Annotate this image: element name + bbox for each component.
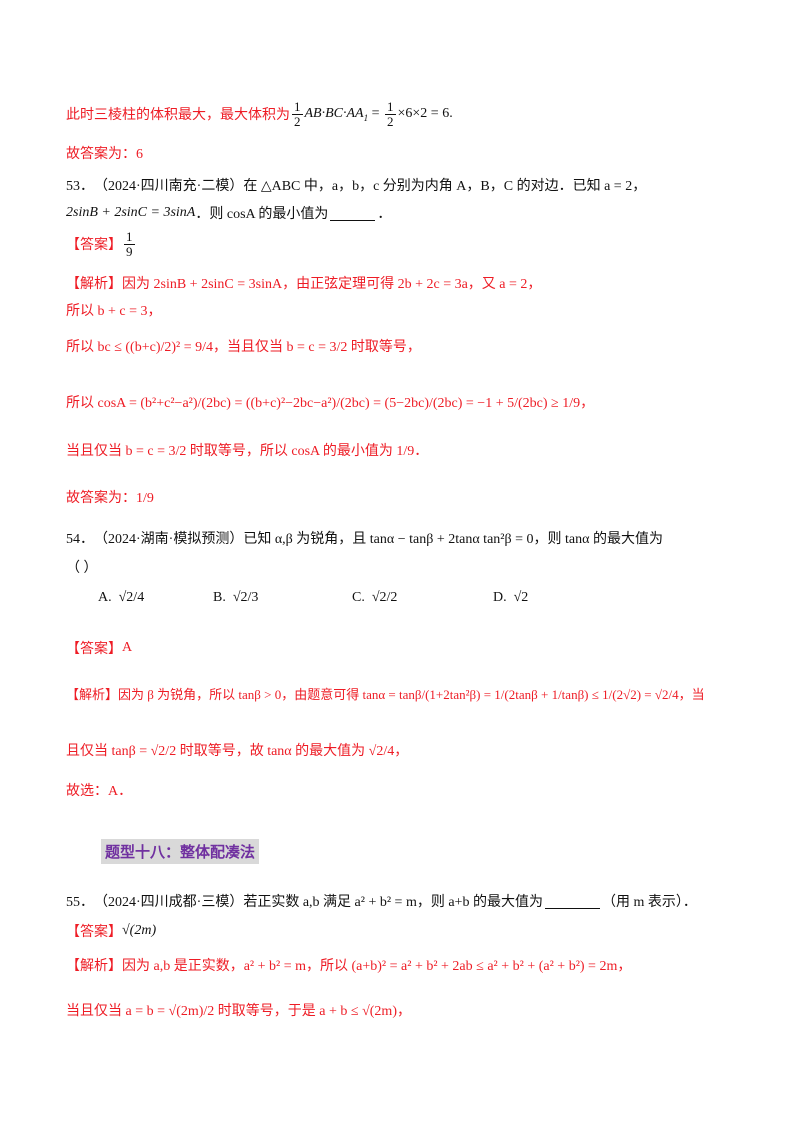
q53-answer-blank	[330, 206, 376, 221]
q54-stem-text: 已知 α,β 为锐角，且 tanα − tanβ + 2tanα tan²β =…	[243, 532, 663, 547]
q53-final-answer: 故答案为：1/9	[66, 491, 154, 506]
q54-option-a[interactable]: A. √2/4	[98, 590, 145, 605]
q55-stem-line: 55． （2024·四川成都·三模） 若正实数 a,b 满足 a² + b² =…	[66, 891, 697, 911]
q55-analysis-line1: 【解析】 因为 a,b 是正实数，a² + b² = m，所以 (a+b)² =…	[66, 959, 632, 974]
q54-option-d[interactable]: D. √2	[493, 590, 529, 605]
q54-final-answer: 故选：A．	[66, 784, 133, 799]
q54-analysis-line1: 【解析】 因为 β 为锐角，所以 tanβ > 0，由题意可得 tanα = t…	[66, 687, 705, 702]
prev-answer-line: 故答案为：6	[66, 147, 143, 162]
q53-condition-formula: 2sinB + 2sinC = 3sinA	[66, 205, 196, 220]
section-heading: 题型十八：整体配凑法	[101, 839, 260, 864]
q54-stem-line: 54． （2024·湖南·模拟预测） 已知 α,β 为锐角，且 tanα − t…	[66, 528, 663, 548]
q55-answer-value: √(2m)	[122, 923, 157, 938]
q53-stem-line1: 53． （2024·四川南充·二模） 在 △ABC 中，a，b，c 分别为内角 …	[66, 175, 646, 195]
q53-analysis-line2: 所以 b + c = 3，	[66, 304, 162, 319]
q53-analysis-line3: 所以 bc ≤ ((b+c)/2)² = 9/4，当且仅当 b = c = 3/…	[66, 340, 421, 355]
q53-stem-line2: 2sinB + 2sinC = 3sinA ．则 cosA 的最小值为 ．	[66, 205, 392, 222]
q55-number: 55．	[66, 895, 94, 910]
q55-answer: 【答案】 √(2m)	[66, 923, 157, 940]
q54-number: 54．	[66, 532, 94, 547]
q53-analysis-line4: 所以 cosA = (b²+c²−a²)/(2bc) = ((b+c)²−2bc…	[66, 396, 595, 411]
q54-answer: 【答案】 A	[66, 640, 133, 657]
q55-source: （2024·四川成都·三模）	[94, 895, 244, 910]
q54-analysis-line2: 且仅当 tanβ = √2/2 时取等号，故 tanα 的最大值为 √2/4，	[66, 744, 409, 759]
prev-conclusion-text: 此时三棱柱的体积最大，最大体积为	[66, 108, 290, 124]
q53-number: 53．	[66, 179, 94, 194]
q53-source: （2024·四川南充·二模）	[94, 179, 244, 194]
q55-stem-text: 若正实数 a,b 满足 a² + b² = m，则 a+b 的最大值为	[243, 895, 543, 910]
q54-answer-value: A	[122, 640, 133, 655]
q53-analysis-line5: 当且仅当 b = c = 3/2 时取等号，所以 cosA 的最小值为 1/9．	[66, 444, 429, 459]
q54-option-b[interactable]: B. √2/3	[213, 590, 259, 605]
q55-answer-blank	[544, 894, 600, 909]
q54-option-c[interactable]: C. √2/2	[352, 590, 398, 605]
q53-analysis-line1: 【解析】 因为 2sinB + 2sinC = 3sinA，由正弦定理可得 2b…	[66, 277, 542, 292]
q54-source: （2024·湖南·模拟预测）	[94, 532, 244, 547]
q53-stem-text1: 在 △ABC 中，a，b，c 分别为内角 A，B，C 的对边．已知 a = 2，	[243, 179, 647, 194]
q54-paren: （ ）	[66, 561, 98, 576]
q55-analysis-line2: 当且仅当 a = b = √(2m)/2 时取等号，于是 a + b ≤ √(2…	[66, 1004, 411, 1019]
